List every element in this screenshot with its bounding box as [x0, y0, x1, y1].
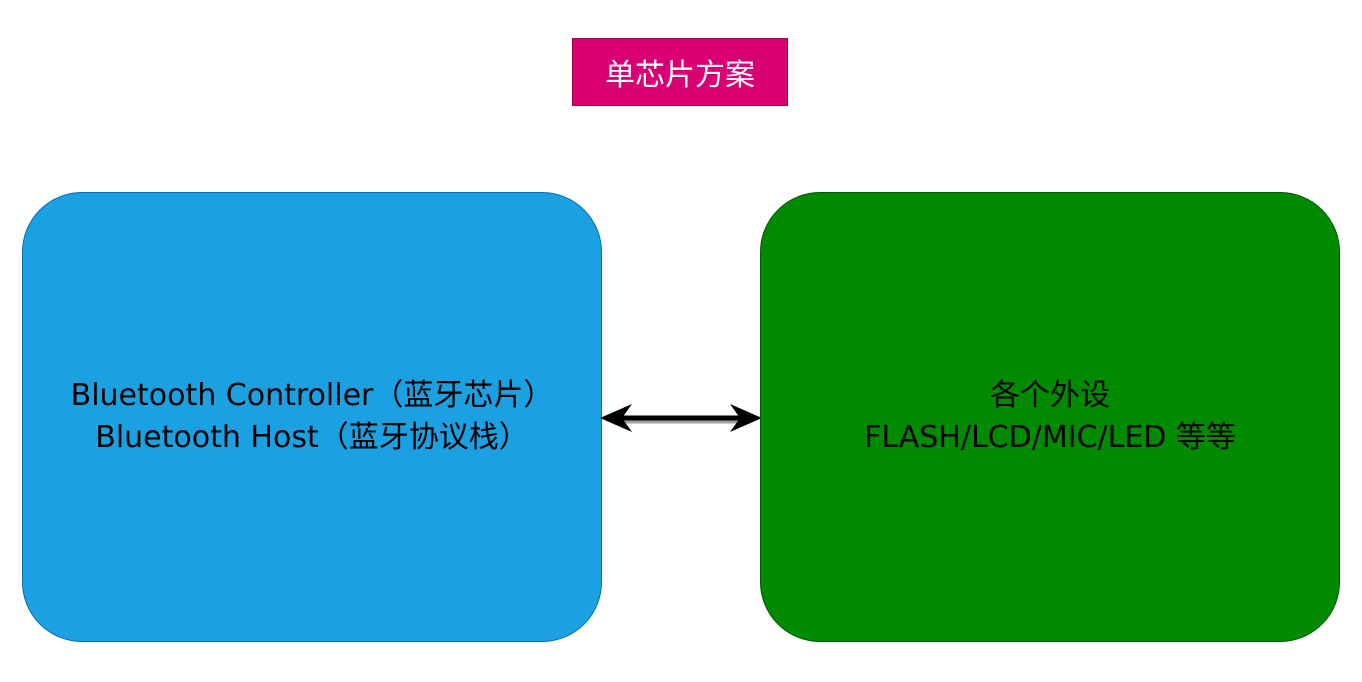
peripherals-box: 各个外设 FLASH/LCD/MIC/LED 等等: [760, 192, 1340, 642]
arrow-head-right: [730, 404, 762, 432]
bluetooth-chip-label: Bluetooth Controller（蓝牙芯片） Bluetooth Hos…: [71, 375, 554, 459]
bluetooth-controller-text: Bluetooth Controller（蓝牙芯片）: [70, 378, 554, 413]
bidirectional-arrow: [600, 404, 762, 432]
bluetooth-host-text: Bluetooth Host（蓝牙协议栈）: [95, 420, 529, 455]
bluetooth-chip-box: Bluetooth Controller（蓝牙芯片） Bluetooth Hos…: [22, 192, 602, 642]
arrow-head-left: [600, 404, 632, 432]
peripherals-label: 各个外设 FLASH/LCD/MIC/LED 等等: [864, 375, 1236, 459]
diagram-title: 单芯片方案: [572, 38, 788, 106]
peripherals-list-text: FLASH/LCD/MIC/LED 等等: [864, 420, 1236, 455]
peripherals-title-text: 各个外设: [989, 378, 1110, 413]
